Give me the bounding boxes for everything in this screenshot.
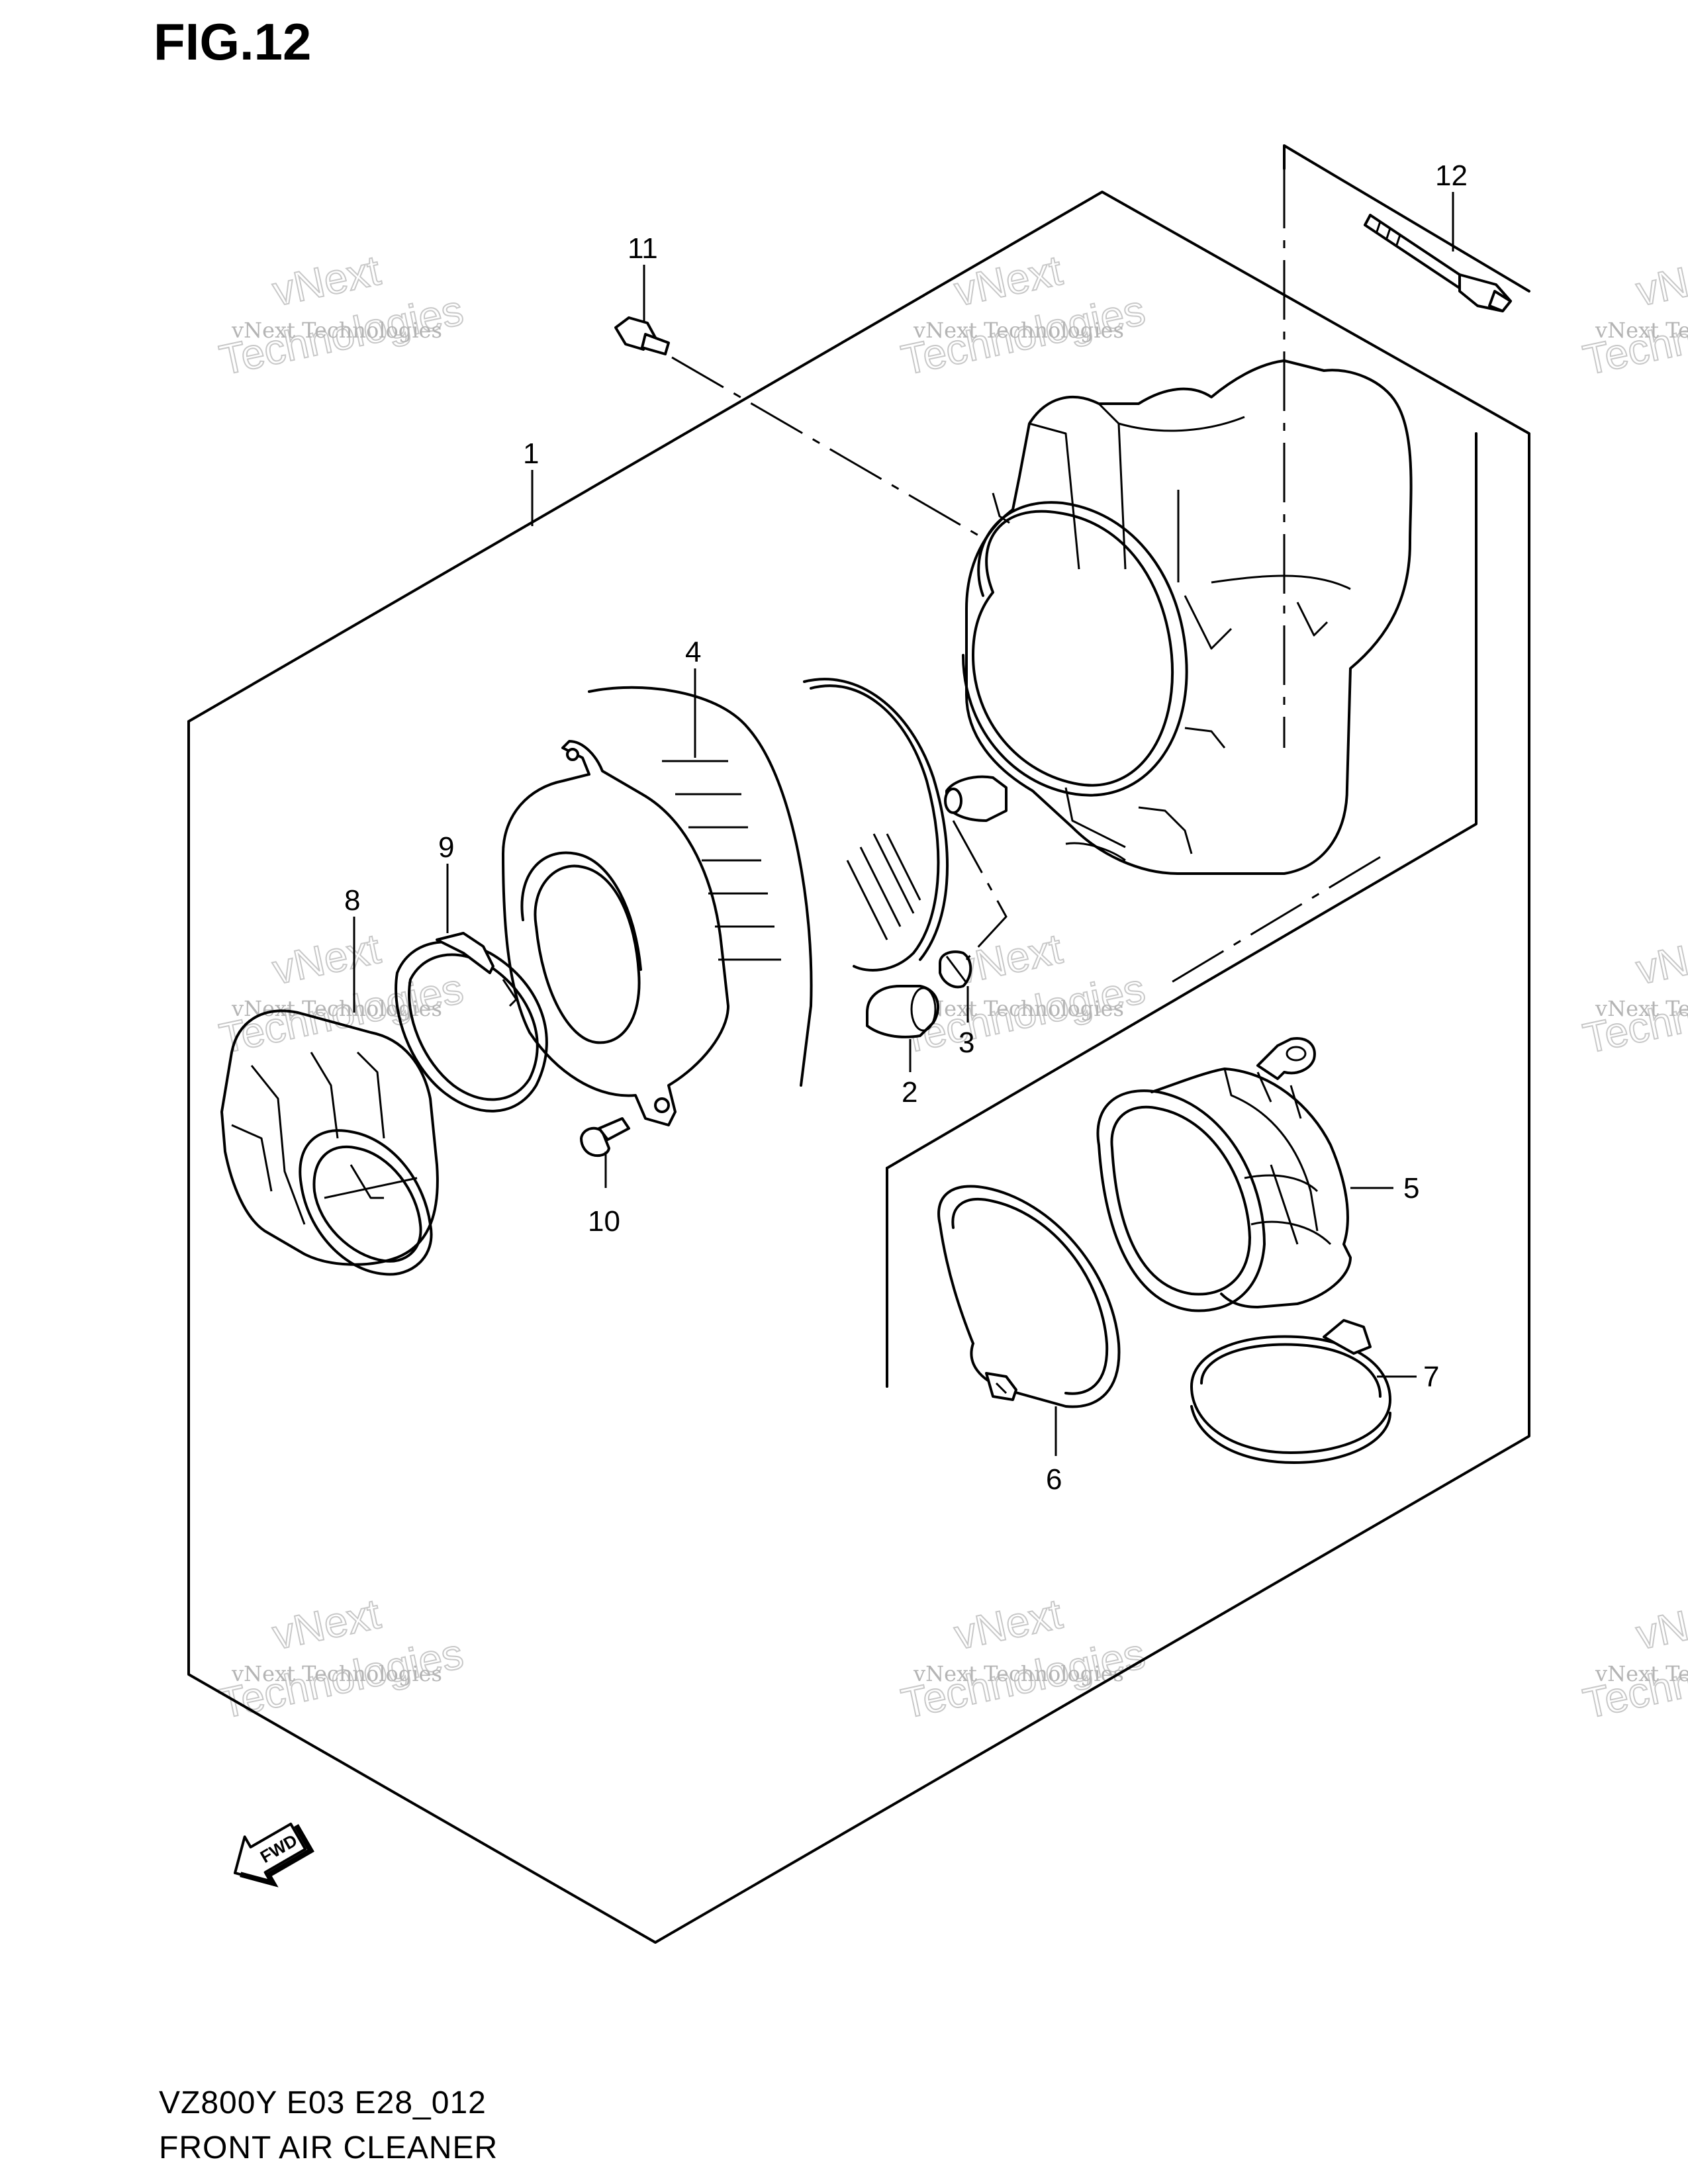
callout-9: 9 [438, 831, 454, 864]
callout-8: 8 [344, 884, 360, 917]
watermark-brand: vNext [1632, 246, 1688, 315]
figure-title: FIG.12 [154, 13, 312, 71]
watermark-brand: vNext [1632, 1590, 1688, 1659]
callout-12: 12 [1435, 159, 1468, 192]
callout-3: 3 [959, 1026, 974, 1059]
subassembly-frame-top [886, 432, 1477, 1169]
watermark-text: vNext Technologies [231, 318, 442, 343]
watermark-text: vNext Technologies [231, 996, 442, 1021]
callout-6: 6 [1046, 1463, 1062, 1496]
intake-cover [220, 1009, 439, 1276]
leader-dash-5 [1164, 856, 1381, 987]
bolt-long [1364, 214, 1512, 312]
watermark-text: vNext Technologies [1595, 1661, 1688, 1686]
screw [580, 1117, 630, 1158]
section-name: FRONT AIR CLEANER [159, 2130, 498, 2165]
drain-plug [866, 985, 940, 1038]
outlet-duct [1096, 1037, 1352, 1312]
hose-band [1190, 1319, 1391, 1464]
watermark-text: vNext Technologies [913, 1661, 1124, 1686]
watermark-text: vNext Technologies [1595, 996, 1688, 1021]
callout-1: 1 [523, 437, 539, 470]
housing-frame [1283, 144, 1530, 293]
watermark-brand: vNext [1632, 925, 1688, 993]
leader-3-dash [952, 820, 1008, 961]
leader-dash-11 [671, 356, 980, 537]
band-clamp [937, 1185, 1121, 1408]
watermark-text: vNext Technologies [1595, 318, 1688, 343]
callout-5: 5 [1403, 1172, 1419, 1205]
watermark-text: vNext Technologies [913, 318, 1124, 343]
callout-11: 11 [628, 232, 658, 265]
clamp-ring [395, 932, 548, 1113]
fwd-arrow-icon: FWD [234, 1822, 314, 1888]
callout-4: 4 [685, 636, 701, 668]
air-cleaner-housing [944, 359, 1413, 875]
callout-10: 10 [588, 1205, 620, 1238]
watermark-text: vNext Technologies [231, 1661, 442, 1686]
filter-element [502, 678, 949, 1126]
model-code: VZ800Y E03 E28_012 [159, 2085, 487, 2120]
watermark-text: vNext Technologies [913, 996, 1124, 1021]
assembly-frame [187, 191, 1530, 1944]
callout-2: 2 [902, 1076, 917, 1109]
bolt-short [614, 316, 670, 355]
clip [939, 950, 972, 989]
callout-7: 7 [1423, 1361, 1439, 1393]
